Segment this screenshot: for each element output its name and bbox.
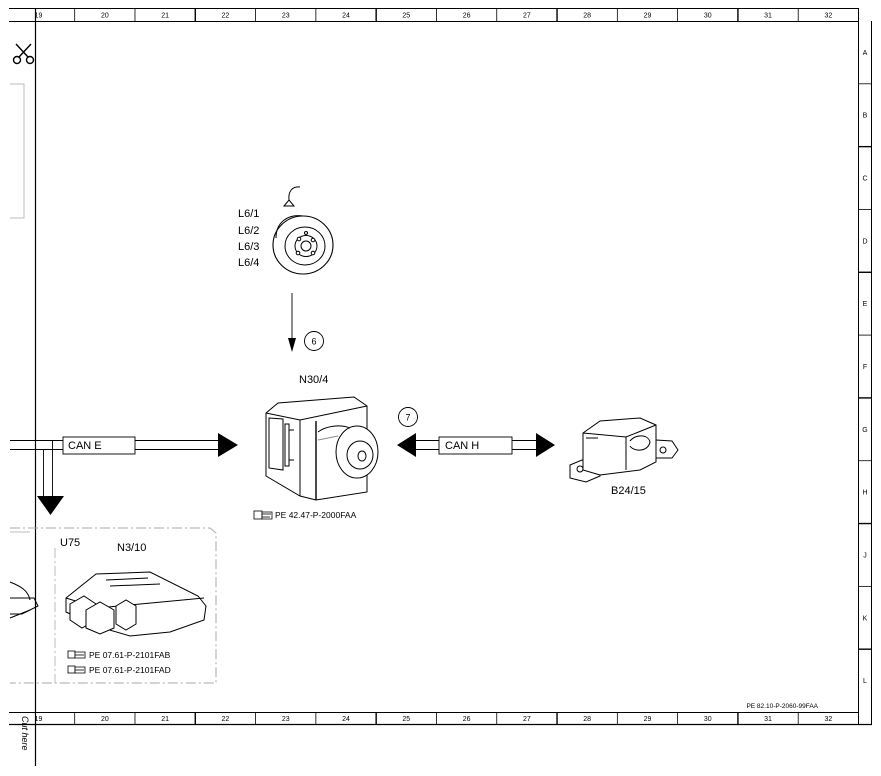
engine-group-label: U75 xyxy=(60,537,80,549)
bottom-column-number: 31 xyxy=(764,716,772,723)
sensor-label-l6-3: L6/3 xyxy=(238,241,259,253)
bottom-column-number: 23 xyxy=(282,716,290,723)
top-column-number: 23 xyxy=(282,13,290,20)
top-column-number: 22 xyxy=(222,13,230,20)
row-letter: J xyxy=(863,552,867,559)
engine-ref-2: PE 07.61-P-2101FAD xyxy=(89,665,171,675)
signal-number-badge-6: 6 xyxy=(304,331,324,351)
row-letter: F xyxy=(863,364,867,371)
scissors-icon xyxy=(12,43,35,65)
bottom-column-number: 28 xyxy=(583,716,591,723)
row-letter: L xyxy=(863,678,867,685)
top-column-number: 29 xyxy=(644,13,652,20)
abs-hydraulic-unit-icon xyxy=(265,396,379,501)
bottom-column-number: 22 xyxy=(222,716,230,723)
wheel-speed-sensor-labels: L6/1 L6/2 L6/3 L6/4 xyxy=(238,208,259,269)
row-letter: C xyxy=(862,176,867,183)
signal-number-badge-7: 7 xyxy=(398,407,418,427)
row-letter: K xyxy=(863,615,868,622)
can-e-bus: CAN E xyxy=(10,433,238,457)
engine-ref-1: PE 07.61-P-2101FAB xyxy=(89,650,171,660)
yaw-sensor-label: B24/15 xyxy=(611,485,646,497)
document-reference: PE 82.10-P-2060-99FAA xyxy=(746,703,818,710)
top-column-number: 24 xyxy=(342,13,350,20)
pointing-hand-icon xyxy=(67,650,86,659)
pointing-hand-icon xyxy=(67,665,86,674)
adjacent-page-fragment xyxy=(10,83,30,533)
can-e-branch xyxy=(10,440,64,515)
engine-harness-fragment xyxy=(9,581,39,619)
engine-ecu-label: N3/10 xyxy=(117,542,146,554)
sensor-label-l6-1: L6/1 xyxy=(238,208,259,220)
engine-group-border xyxy=(10,527,217,684)
row-letter: A xyxy=(863,50,868,57)
bottom-column-number: 29 xyxy=(644,716,652,723)
top-column-number: 30 xyxy=(704,13,712,20)
abs-reference-text: PE 42.47-P-2000FAA xyxy=(275,510,357,520)
top-column-number: 27 xyxy=(523,13,531,20)
row-letter: D xyxy=(862,238,867,245)
top-column-number: 28 xyxy=(583,13,591,20)
bottom-column-number: 27 xyxy=(523,716,531,723)
brake-disc-sensor-icon xyxy=(272,186,334,275)
cut-here-label: Cut here xyxy=(20,716,30,751)
top-column-number: 26 xyxy=(463,13,471,20)
can-h-bus: CAN H xyxy=(397,433,555,457)
wheel-signal-line xyxy=(288,293,296,352)
bottom-column-number: 30 xyxy=(704,716,712,723)
bottom-column-number: 32 xyxy=(824,716,832,723)
top-column-number: 31 xyxy=(764,13,772,20)
sensor-label-l6-4: L6/4 xyxy=(238,257,259,269)
row-letter: B xyxy=(863,113,868,120)
abs-unit-reference: PE 42.47-P-2000FAA xyxy=(253,510,357,520)
signal-number-7: 7 xyxy=(405,413,410,423)
bottom-column-number: 21 xyxy=(161,716,169,723)
abs-unit-label: N30/4 xyxy=(299,374,328,386)
top-column-number: 19 xyxy=(35,13,43,20)
engine-ecu-references: PE 07.61-P-2101FAB PE 07.61-P-2101FAD xyxy=(67,650,171,675)
sensor-label-l6-2: L6/2 xyxy=(238,225,259,237)
signal-number-6: 6 xyxy=(311,337,316,347)
can-e-label: CAN E xyxy=(68,440,102,452)
bottom-column-ruler: 19 20 21 22 23 24 25 26 27 28 29 30 31 32 xyxy=(35,713,832,724)
engine-ecu-icon xyxy=(65,571,207,637)
yaw-rate-sensor-icon xyxy=(569,417,679,483)
bottom-column-number: 25 xyxy=(402,716,410,723)
top-column-number: 25 xyxy=(402,13,410,20)
top-column-number: 20 xyxy=(101,13,109,20)
diagram-frame xyxy=(9,8,872,766)
bottom-column-number: 19 xyxy=(35,716,43,723)
row-letter: H xyxy=(862,490,867,497)
top-column-ruler: 19 20 21 22 23 24 25 26 27 28 29 30 31 32 xyxy=(35,9,832,21)
bottom-column-number: 24 xyxy=(342,716,350,723)
top-column-number: 32 xyxy=(824,13,832,20)
bottom-column-number: 26 xyxy=(463,716,471,723)
row-ruler: A B C D E F G H J K L xyxy=(858,50,872,685)
top-column-number: 21 xyxy=(161,13,169,20)
pointing-hand-icon xyxy=(253,510,273,520)
row-letter: E xyxy=(863,301,868,308)
row-letter: G xyxy=(862,427,867,434)
can-h-label: CAN H xyxy=(445,440,479,452)
bottom-column-number: 20 xyxy=(101,716,109,723)
